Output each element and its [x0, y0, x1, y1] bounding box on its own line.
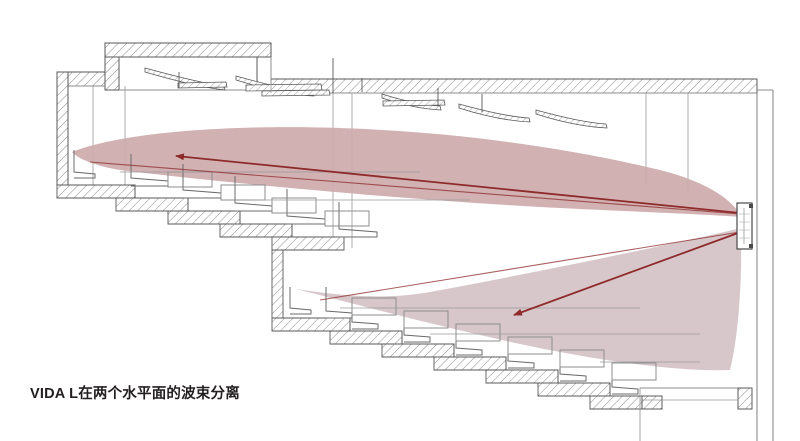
upper-beam-arrow [175, 153, 741, 214]
loudspeaker[interactable] [736, 202, 753, 250]
right-wall [756, 89, 774, 441]
lower-tier-sightline [340, 307, 700, 363]
lower-floor-slab [639, 387, 753, 441]
beam-axis-lines [89, 161, 741, 301]
lower-beam-arrow [513, 232, 739, 316]
lower-seating-tier [271, 317, 663, 410]
upper-tier-sightline [120, 171, 470, 201]
ceiling-slab [56, 42, 758, 94]
left-wall [56, 71, 69, 186]
lower-beam-coverage [296, 228, 742, 371]
ceiling-baffles [144, 67, 608, 129]
upper-seating-tier [56, 184, 345, 319]
upper-tier-chairs [73, 150, 378, 238]
figure-caption: VIDA L在两个水平面的波束分离 [30, 386, 240, 402]
baffle-hangers [178, 58, 483, 112]
lower-tier-chairs [289, 287, 657, 395]
